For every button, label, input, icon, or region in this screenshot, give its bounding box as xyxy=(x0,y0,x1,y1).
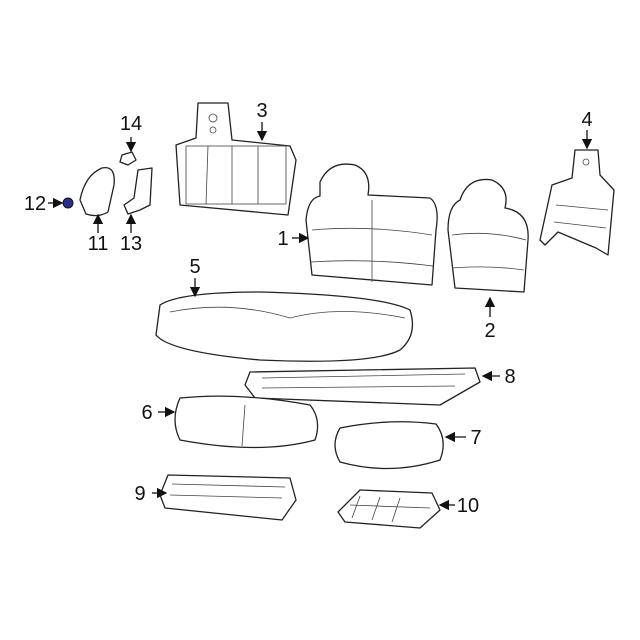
part-9-seat-frame[interactable] xyxy=(159,474,297,521)
part-13-bracket[interactable] xyxy=(123,167,153,215)
part-3-seatback-frame[interactable] xyxy=(175,102,297,216)
part-2-seatback[interactable] xyxy=(447,178,529,293)
callout-label-13[interactable]: 13 xyxy=(120,233,142,255)
part-7-seat-cushion-right[interactable] xyxy=(334,421,444,470)
callout-label-12[interactable]: 12 xyxy=(24,193,46,215)
part-1-seatback[interactable] xyxy=(305,163,438,286)
part-10-seat-frame[interactable] xyxy=(337,489,441,529)
part-4-seatback-frame[interactable] xyxy=(539,149,615,256)
callout-label-14[interactable]: 14 xyxy=(120,113,142,135)
part-5-seat-cushion[interactable] xyxy=(155,291,414,362)
part-8-cushion-frame[interactable] xyxy=(244,367,481,406)
callout-label-1[interactable]: 1 xyxy=(277,228,288,250)
callout-label-8[interactable]: 8 xyxy=(504,366,515,388)
callout-label-5[interactable]: 5 xyxy=(189,256,200,278)
callout-label-11[interactable]: 11 xyxy=(88,233,109,255)
callout-label-10[interactable]: 10 xyxy=(457,495,479,517)
part-6-seat-cushion-left[interactable] xyxy=(174,395,319,449)
callout-label-2[interactable]: 2 xyxy=(484,320,495,342)
callout-label-7[interactable]: 7 xyxy=(470,427,481,449)
callout-label-3[interactable]: 3 xyxy=(256,100,267,122)
callout-label-6[interactable]: 6 xyxy=(141,402,152,424)
part-11-trim-cover[interactable] xyxy=(79,166,115,217)
part-12-fastener[interactable] xyxy=(62,197,74,209)
callout-label-9[interactable]: 9 xyxy=(134,483,145,505)
part-14-nut[interactable] xyxy=(119,151,137,166)
callout-label-4[interactable]: 4 xyxy=(581,109,592,131)
